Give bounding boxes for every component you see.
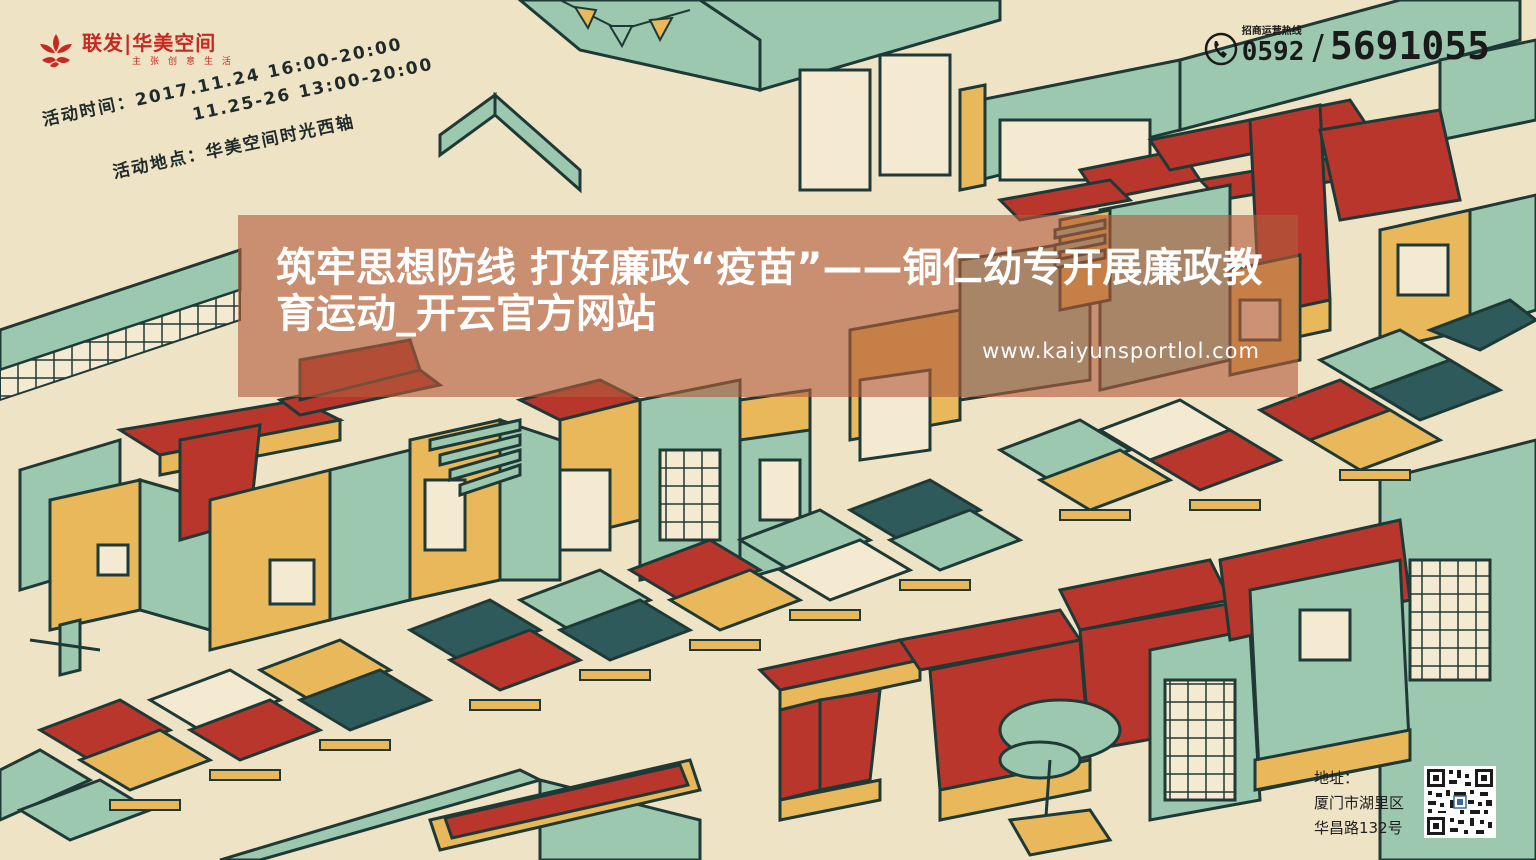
address-block: 地址： 厦门市湖里区 华昌路132号 (1314, 766, 1404, 841)
title-overlay: 筑牢思想防线 打好廉政“疫苗”——铜仁幼专开展廉政教育运动_开云官方网站 www… (238, 215, 1298, 397)
brand-name: 联发|华美空间 (82, 31, 217, 55)
address-label: 地址： (1314, 769, 1360, 787)
hotline-label: 招商运营热线 (1241, 26, 1302, 37)
address-line-2: 华昌路132号 (1314, 819, 1403, 837)
hotline: 招商运营热线 0592 / 5691055 (1204, 26, 1490, 66)
article-title: 筑牢思想防线 打好廉政“疫苗”——铜仁幼专开展廉政教育运动_开云官方网站 (276, 245, 1263, 337)
brand-slogan: 主张创意生活 (132, 57, 241, 67)
hotline-number: 5691055 (1329, 24, 1490, 68)
qr-code-icon (1424, 766, 1496, 838)
phone-icon (1204, 32, 1237, 66)
flower-logo-icon (40, 34, 72, 68)
hotline-area-code: 0592 (1241, 37, 1305, 67)
address-line-1: 厦门市湖里区 (1314, 794, 1405, 812)
hotline-separator: / (1312, 28, 1324, 68)
site-url[interactable]: www.kaiyunsportlol.com (982, 339, 1260, 363)
brand-logo: 联发|华美空间 主张创意生活 (36, 30, 240, 70)
